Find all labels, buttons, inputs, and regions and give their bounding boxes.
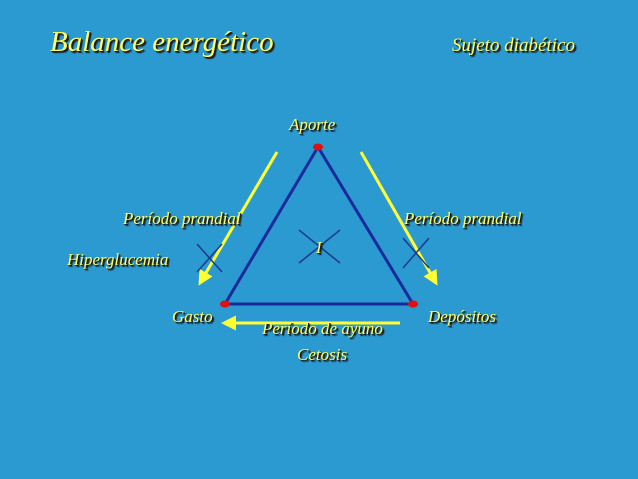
edge-label-bottom: Período de ayuno [262,319,383,338]
node-label-gasto: Gasto [172,307,213,326]
edge-label-left: Período prandial [123,209,241,228]
annotation-hiperglucemia: Hiperglucemia [67,250,169,269]
cross-center [298,229,341,264]
slide-title: Balance energético [50,26,274,58]
annotation-center: I [316,238,322,257]
cross-right-arrow [402,237,430,269]
vertex-gasto [220,300,230,308]
node-label-depositos: Depósitos [428,307,496,326]
slide-subtitle: Sujeto diabético [452,35,575,56]
edge-label-right: Período prandial [404,209,522,228]
vertex-depositos [408,300,418,308]
energy-triangle [223,145,415,306]
cross-left-arrow [196,243,223,273]
vertex-aporte [313,143,323,151]
annotation-cetosis: Cetosis [297,345,348,364]
node-label-aporte: Aporte [289,115,336,134]
